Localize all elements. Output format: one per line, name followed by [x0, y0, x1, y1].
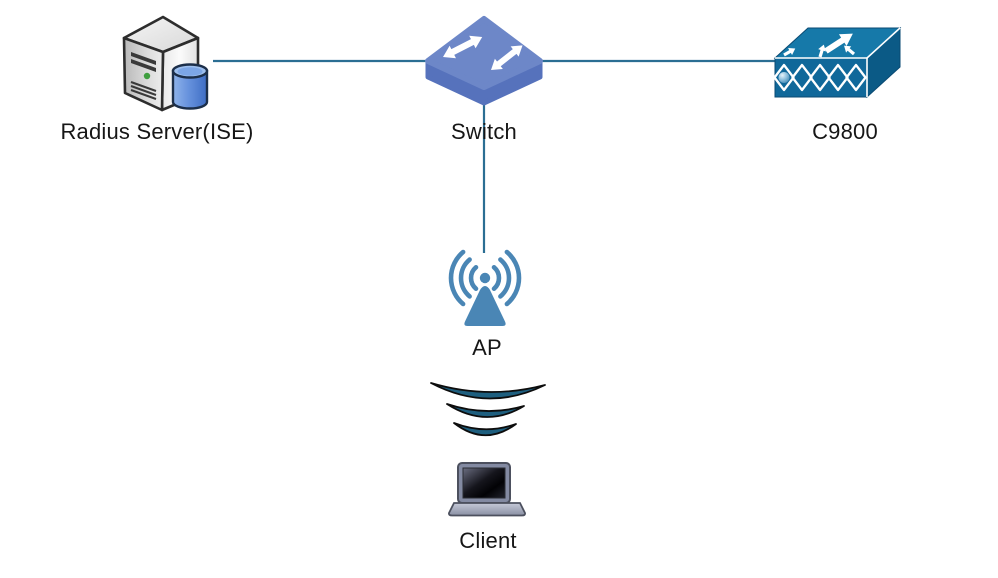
label-ap: AP: [472, 335, 502, 360]
switch-arrow-1: [443, 35, 483, 59]
ap-signal-arcs: [448, 249, 522, 307]
switch-icon: [425, 16, 543, 106]
node-client: [448, 460, 526, 523]
node-ap: [430, 248, 540, 349]
sphere-detail: [778, 72, 790, 83]
database-cylinder: [171, 63, 209, 110]
node-radius-server: [118, 12, 210, 117]
wireless-link-waves: [428, 376, 548, 445]
access-point-icon: [448, 249, 522, 326]
wireless-waves-icon: [430, 382, 546, 437]
node-switch: [425, 15, 543, 112]
diamond-chain-pattern: [773, 63, 867, 92]
wireless-controller-icon: [773, 26, 902, 99]
server-database-icon: [122, 15, 209, 112]
laptop-icon: [448, 462, 526, 517]
node-c9800: [772, 24, 907, 121]
switch-arrow-2: [491, 45, 523, 70]
label-radius-server: Radius Server(ISE): [60, 119, 254, 144]
ap-cone: [464, 286, 506, 326]
server-led: [143, 72, 151, 80]
label-c9800: C9800: [812, 119, 878, 144]
label-switch: Switch: [451, 119, 517, 144]
label-client: Client: [459, 528, 517, 553]
controller-arrows: [783, 33, 856, 58]
